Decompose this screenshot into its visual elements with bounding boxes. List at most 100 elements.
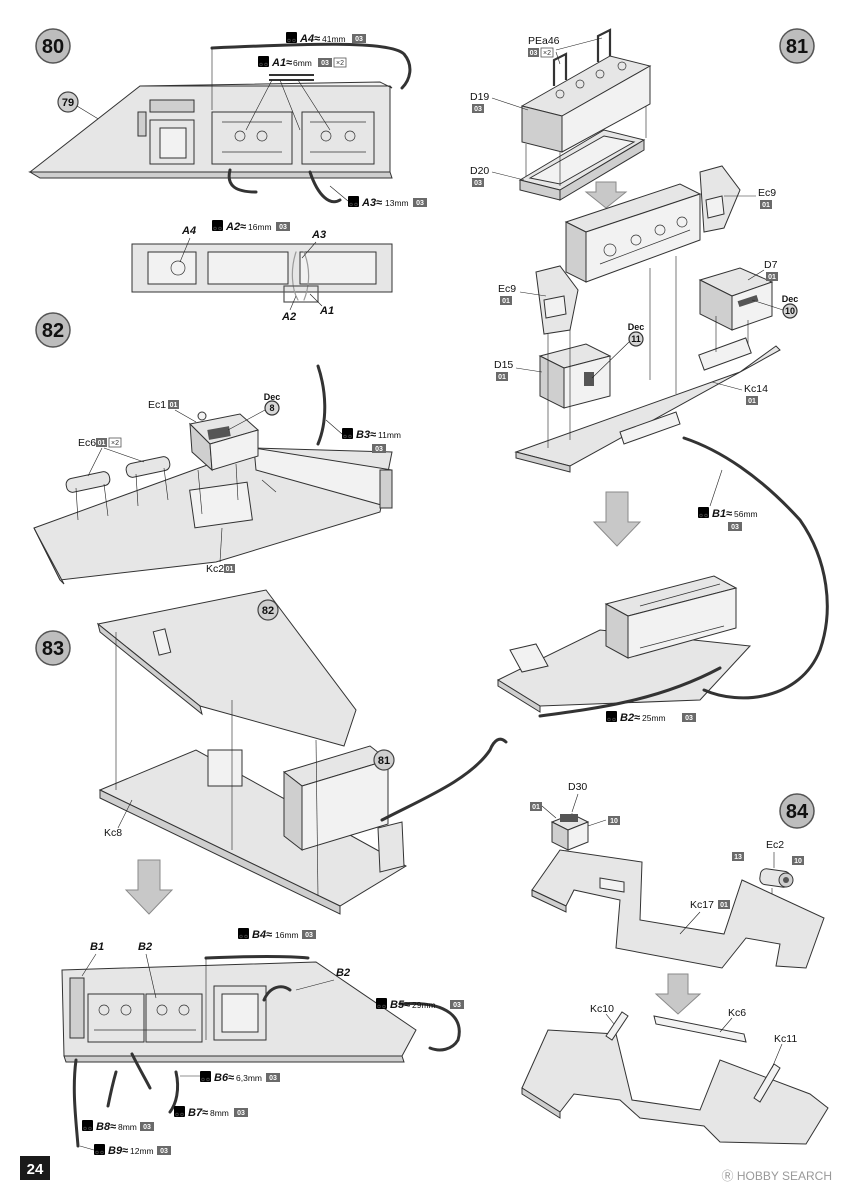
svg-text:B7≈: B7≈: [188, 1107, 208, 1119]
svg-text:01: 01: [226, 566, 234, 573]
svg-text:Dec: Dec: [628, 322, 645, 332]
label-kc14: Kc14: [744, 383, 768, 395]
svg-text:B2≈: B2≈: [620, 712, 640, 724]
callout-b2-left: B2: [138, 941, 152, 953]
svg-text:84: 84: [786, 801, 809, 823]
svg-text:03: 03: [685, 715, 693, 722]
floor-panel-82: [33, 447, 393, 585]
svg-text:×2: ×2: [543, 50, 551, 57]
svg-text:×2: ×2: [336, 60, 344, 67]
part-ec9-left: [535, 265, 579, 335]
svg-text:B9≈: B9≈: [108, 1145, 128, 1157]
label-kc17: Kc17: [690, 899, 714, 911]
svg-text:A2: A2: [281, 311, 296, 323]
svg-text:01: 01: [768, 274, 776, 281]
wire-a4-callout: A4≈ 41mm 03: [285, 31, 366, 45]
svg-text:B3≈: B3≈: [356, 429, 376, 441]
wire-b5-callout: B5≈ 29mm 03: [375, 997, 464, 1011]
svg-text:79: 79: [62, 97, 74, 109]
svg-text:01: 01: [98, 440, 106, 447]
step-84-badge: 84: [779, 793, 815, 829]
svg-text:Ⓡ HOBBY SEARCH: Ⓡ HOBBY SEARCH: [722, 1169, 832, 1183]
label-d19: D19: [470, 91, 489, 103]
svg-text:8mm: 8mm: [118, 1122, 137, 1132]
ref-82-badge: 82: [257, 599, 279, 621]
part-radio-mounted: [564, 183, 702, 283]
label-d20: D20: [470, 165, 489, 177]
wire-b7-callout: B7≈ 8mm 03: [173, 1105, 248, 1119]
wire-a1-callout: A1≈ 6mm 03 ×2: [257, 55, 347, 69]
svg-text:A1: A1: [319, 305, 334, 317]
svg-text:A1≈: A1≈: [271, 57, 292, 69]
ref-79-badge: 79: [57, 91, 79, 113]
svg-text:41mm: 41mm: [322, 34, 346, 44]
part-ec9-right: [699, 165, 741, 233]
part-kc14-base: [514, 337, 781, 473]
svg-text:Dec: Dec: [264, 392, 281, 402]
wire-b4-callout: B4≈ 16mm 03: [237, 927, 316, 941]
svg-text:B1≈: B1≈: [712, 508, 732, 520]
svg-text:A4≈: A4≈: [299, 33, 320, 45]
decal-10-badge: Dec 10: [782, 294, 799, 319]
wire-b2-callout: B2≈ 25mm 03: [605, 710, 696, 724]
down-arrow-84: [654, 973, 702, 1015]
page-number: 24: [20, 1156, 50, 1180]
down-arrow-83: [124, 859, 174, 915]
label-kc6: Kc6: [728, 1007, 746, 1019]
label-ec9-left: Ec9: [498, 283, 516, 295]
step-80-detail-view: A4 A3 A2 A1: [131, 225, 393, 323]
svg-text:A3: A3: [311, 229, 326, 241]
label-pea46: PEa46: [528, 35, 560, 47]
label-kc11: Kc11: [774, 1033, 797, 1045]
wire-a3-callout: A3≈ 13mm 03: [347, 195, 427, 209]
step-80-section: 80 79: [28, 28, 427, 323]
svg-text:8: 8: [269, 403, 274, 413]
callout-b1: B1: [90, 941, 104, 953]
part-ec2: [759, 868, 794, 888]
svg-text:03: 03: [530, 50, 538, 57]
svg-text:01: 01: [720, 902, 728, 909]
assembled-83: [61, 961, 417, 1063]
svg-text:10: 10: [794, 858, 802, 865]
ref-81-badge: 81: [373, 749, 395, 771]
svg-text:B5≈: B5≈: [390, 999, 410, 1011]
svg-text:6mm: 6mm: [293, 58, 312, 68]
wire-b9-callout: B9≈ 12mm 03: [93, 1143, 171, 1157]
step-81-section: 81 PEa46 03 ×2 D19 03 D20 03: [470, 28, 829, 724]
svg-text:16mm: 16mm: [275, 930, 299, 940]
svg-text:10: 10: [610, 818, 618, 825]
svg-text:11: 11: [631, 334, 641, 344]
part-ec6-pair: [65, 456, 171, 521]
svg-text:25mm: 25mm: [642, 713, 666, 723]
wire-b3-callout: B3≈ 11mm 03: [341, 427, 401, 453]
svg-text:03: 03: [474, 106, 482, 113]
svg-text:03: 03: [453, 1002, 461, 1009]
svg-text:A4: A4: [181, 225, 196, 237]
svg-text:A2≈: A2≈: [225, 221, 246, 233]
svg-text:10: 10: [785, 306, 795, 316]
svg-text:×2: ×2: [111, 440, 119, 447]
part-d20-tray: [518, 129, 646, 201]
step-83-badge: 83: [35, 630, 71, 666]
step-84-section: 84 D30 01 10 Ec2 13 10 Kc17 01: [521, 781, 829, 1145]
frame-kc17: [531, 849, 825, 969]
svg-text:56mm: 56mm: [734, 509, 758, 519]
wire-b8-callout: B8≈ 8mm 03: [81, 1119, 154, 1133]
svg-text:03: 03: [143, 1124, 151, 1131]
svg-text:Dec: Dec: [782, 294, 799, 304]
assembled-84: [521, 1011, 829, 1145]
svg-text:B6≈: B6≈: [214, 1072, 234, 1084]
svg-text:01: 01: [170, 402, 178, 409]
svg-text:01: 01: [498, 374, 506, 381]
label-kc10: Kc10: [590, 1003, 614, 1015]
svg-text:03: 03: [416, 200, 424, 207]
label-ec9-right: Ec9: [758, 187, 776, 199]
svg-text:81: 81: [786, 36, 808, 58]
label-d7: D7: [764, 259, 778, 271]
part-d7-box: [698, 267, 774, 331]
svg-text:13: 13: [734, 854, 742, 861]
svg-text:29mm: 29mm: [412, 1000, 436, 1010]
svg-text:82: 82: [262, 605, 274, 617]
label-d30: D30: [568, 781, 587, 793]
